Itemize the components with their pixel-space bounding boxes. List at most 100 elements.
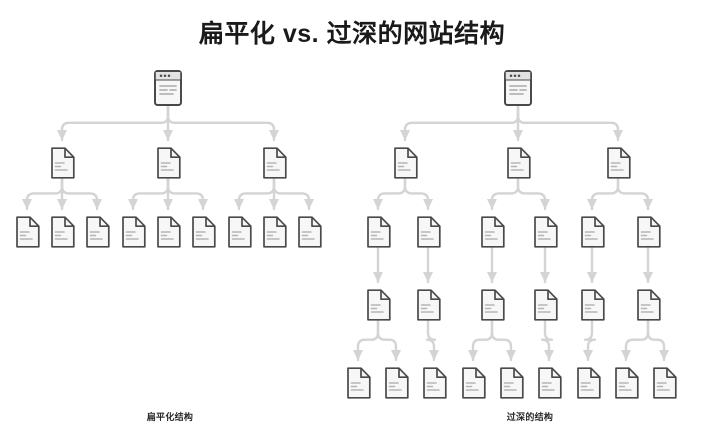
document-icon: [500, 367, 524, 399]
deep-tree-l4-node-2: [415, 289, 441, 321]
flat-tree-l2-node-3: [261, 147, 287, 179]
document-icon: [16, 216, 40, 248]
connector: [376, 319, 401, 362]
deep-tree-l3-node-5: [579, 216, 605, 248]
connector: [587, 177, 620, 211]
browser-window-icon: [154, 70, 182, 106]
connector: [353, 319, 380, 362]
page-title: 扁平化 vs. 过深的网站结构: [198, 20, 506, 48]
document-icon: [462, 367, 486, 399]
deep-tree-l5-node-7: [575, 367, 601, 399]
connector: [403, 177, 433, 211]
document-icon: [507, 147, 531, 179]
connector: [60, 177, 102, 211]
document-icon: [367, 289, 391, 321]
document-icon: [263, 216, 287, 248]
connector: [516, 177, 550, 211]
flat-tree-l3-node-5: [155, 216, 181, 248]
document-icon: [192, 216, 216, 248]
connector: [272, 177, 314, 211]
deep-tree-l4-node-1: [365, 289, 391, 321]
document-icon: [347, 367, 371, 399]
flat-tree-l3-node-7: [226, 216, 252, 248]
document-icon: [86, 216, 110, 248]
deep-tree-l1-node-1: [503, 69, 533, 107]
document-icon: [607, 147, 631, 179]
connector: [22, 177, 64, 211]
connector: [490, 319, 516, 362]
deep-tree-l4-node-6: [635, 289, 661, 321]
connector: [425, 319, 439, 362]
deep-tree-l4-node-4: [532, 289, 558, 321]
deep-tree-l3-node-4: [532, 216, 558, 248]
deep-tree-l5-node-9: [651, 367, 677, 399]
deep-tree-l3-node-6: [635, 216, 661, 248]
deep-tree-l5-node-6: [536, 367, 562, 399]
document-icon: [263, 147, 287, 179]
deep-tree-l4-node-5: [579, 289, 605, 321]
deep-tree-l5-node-2: [383, 367, 409, 399]
document-icon: [157, 216, 181, 248]
document-icon: [481, 216, 505, 248]
flat-tree-l3-node-4: [120, 216, 146, 248]
document-icon: [653, 367, 677, 399]
document-icon: [385, 367, 409, 399]
document-icon: [534, 289, 558, 321]
deep-tree-l2-node-3: [605, 147, 631, 179]
document-icon: [367, 216, 391, 248]
deep-tree-l2-node-2: [505, 147, 531, 179]
flat-tree-l3-node-8: [261, 216, 287, 248]
caption-flat-structure: 扁平化结构: [146, 412, 194, 422]
document-icon: [157, 147, 181, 179]
connector: [468, 319, 494, 362]
document-icon: [637, 289, 661, 321]
connector: [57, 105, 170, 142]
deep-tree-l5-node-8: [613, 367, 639, 399]
connector: [128, 177, 170, 211]
connector: [616, 177, 653, 211]
deep-tree-l4-node-3: [479, 289, 505, 321]
browser-window-icon: [504, 70, 532, 106]
caption-deep-structure: 过深的结构: [506, 412, 554, 422]
flat-tree-l3-node-2: [49, 216, 75, 248]
connector: [646, 319, 669, 362]
flat-tree-l2-node-1: [49, 147, 75, 179]
document-icon: [581, 289, 605, 321]
document-icon: [228, 216, 252, 248]
connector: [583, 319, 597, 362]
document-icon: [122, 216, 146, 248]
connector: [621, 319, 650, 362]
document-icon: [423, 367, 447, 399]
connector: [540, 319, 554, 362]
connector: [166, 105, 279, 142]
flat-tree-l2-node-2: [155, 147, 181, 179]
connector: [400, 105, 520, 142]
document-icon: [51, 216, 75, 248]
deep-tree-l5-node-5: [498, 367, 524, 399]
deep-tree-l2-node-1: [392, 147, 418, 179]
flat-tree-l3-node-1: [14, 216, 40, 248]
document-icon: [538, 367, 562, 399]
deep-tree-l3-node-1: [365, 216, 391, 248]
deep-tree-l5-node-4: [460, 367, 486, 399]
document-icon: [615, 367, 639, 399]
connector: [166, 177, 208, 211]
connector: [487, 177, 520, 211]
document-icon: [417, 216, 441, 248]
document-icon: [637, 216, 661, 248]
document-icon: [394, 147, 418, 179]
flat-tree-l3-node-3: [84, 216, 110, 248]
document-icon: [481, 289, 505, 321]
connector: [234, 177, 276, 211]
flat-tree-l3-node-6: [190, 216, 216, 248]
connector: [516, 105, 623, 142]
document-icon: [417, 289, 441, 321]
deep-tree-l5-node-3: [421, 367, 447, 399]
deep-tree-l3-node-3: [479, 216, 505, 248]
document-icon: [581, 216, 605, 248]
flat-tree-l3-node-9: [296, 216, 322, 248]
flat-tree-l1-node-1: [153, 69, 183, 107]
deep-tree-l3-node-2: [415, 216, 441, 248]
document-icon: [577, 367, 601, 399]
